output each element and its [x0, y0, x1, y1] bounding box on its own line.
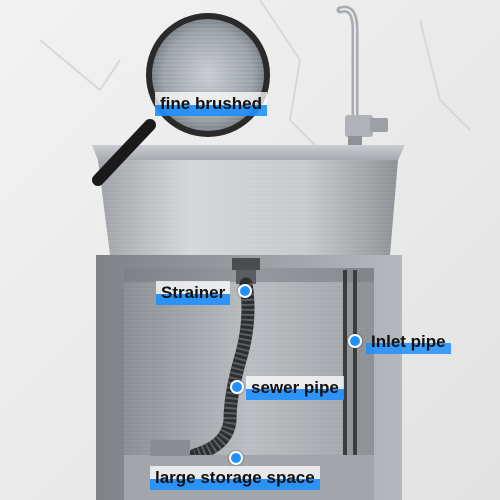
callout-inlet-pipe: Inlet pipe: [366, 330, 451, 354]
strainer-marker-dot: [238, 284, 252, 298]
storage-space-marker-dot: [229, 451, 243, 465]
faucet-icon: [336, 5, 388, 148]
sink-top: [92, 145, 405, 160]
callout-fine-brushed: fine brushed: [155, 92, 268, 116]
callout-large-storage-space: large storage space: [150, 466, 320, 490]
callout-strainer: Strainer: [156, 281, 231, 305]
strainer-fitting: [232, 258, 260, 270]
callout-sewer-pipe: sewer pipe: [246, 376, 344, 400]
sewer-pipe-marker-dot: [230, 380, 244, 394]
inlet-pipe-marker-dot: [348, 334, 362, 348]
